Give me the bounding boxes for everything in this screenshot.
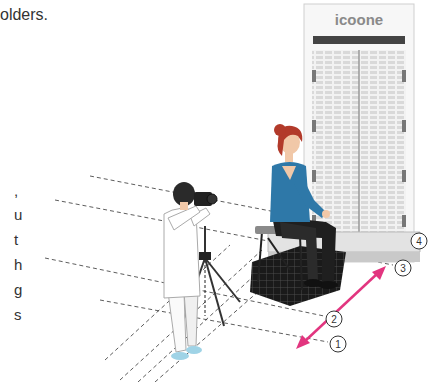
callout-number: 4	[416, 236, 422, 247]
cut-text: olders.	[0, 6, 48, 24]
cut-text: ,	[14, 183, 18, 200]
callout-number: 3	[400, 263, 406, 274]
photographer	[164, 182, 217, 360]
cut-text: g	[14, 282, 22, 299]
seated-model	[255, 124, 338, 290]
cut-text: u	[14, 207, 22, 224]
cut-text: h	[14, 257, 22, 274]
callout-number: 1	[335, 339, 341, 350]
callout-number: 2	[331, 314, 337, 325]
marker-circles	[326, 233, 427, 352]
brand-logo: icoone	[335, 12, 383, 29]
cut-text: t	[14, 232, 18, 249]
cut-text: s	[14, 307, 22, 324]
